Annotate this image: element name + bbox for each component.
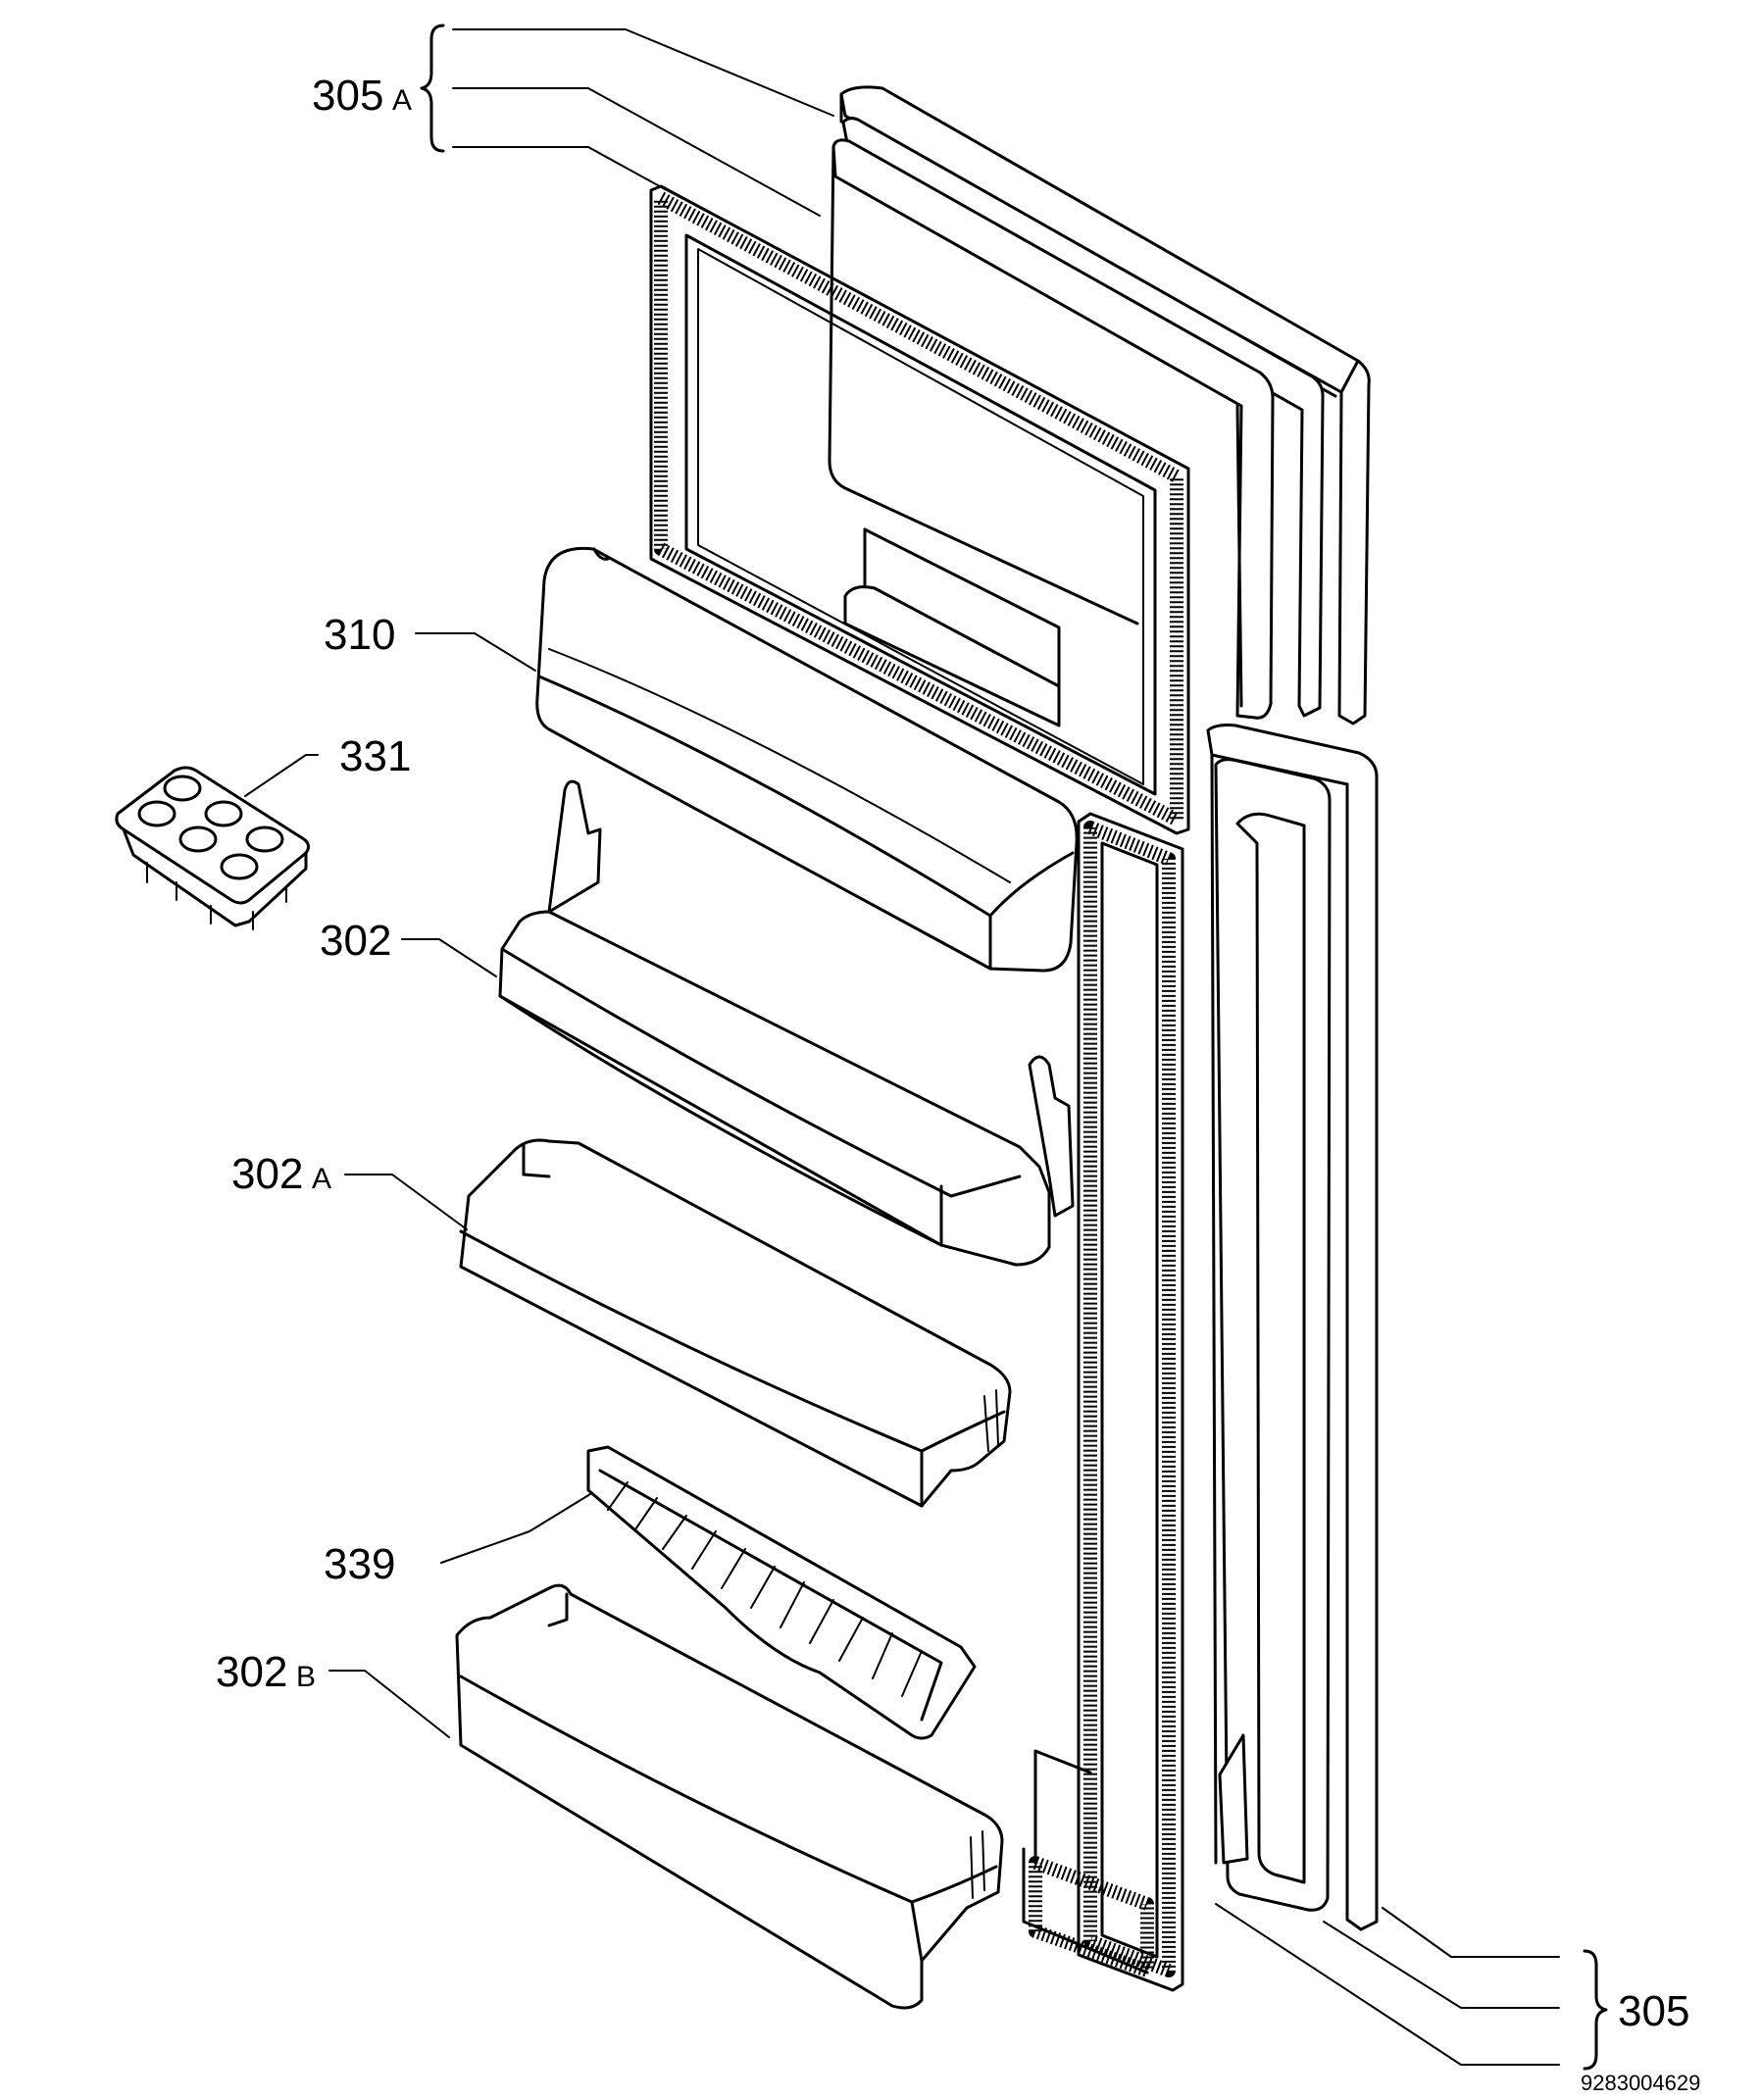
callout-305: 305 [1618, 1987, 1689, 2035]
freezer-shelf-lip [843, 527, 1061, 727]
callout-339: 339 [324, 1540, 395, 1588]
brace-305a [420, 24, 445, 153]
fridge-door-inner-liner [1218, 812, 1306, 1884]
part-302-shelf [498, 779, 1075, 1267]
grille-ribs [607, 1481, 923, 1697]
callout-302a-number: 302 [231, 1150, 303, 1198]
callout-302b-number: 302 [216, 1648, 287, 1696]
callout-302: 302 [320, 917, 391, 965]
callout-305a-number: 305 [312, 72, 383, 120]
callout-305a-suffix: A [392, 84, 412, 117]
drawing-reference-number: 9283004629 [1581, 2071, 1700, 2095]
part-331-egg-tray [115, 766, 311, 930]
fridge-door-gasket [1022, 812, 1184, 1992]
part-310-dairy-cover [535, 546, 1079, 973]
brace-305 [1583, 1949, 1608, 2071]
part-339-grille [586, 1445, 977, 1740]
part-302b-shelf [455, 1583, 1004, 2010]
callout-302b-suffix: B [296, 1661, 316, 1693]
egg-cup-icons [137, 775, 287, 930]
freezer-door-inner-panel [828, 117, 1325, 720]
callout-310: 310 [324, 611, 395, 659]
leader-lines [244, 28, 1560, 2066]
callout-331: 331 [339, 732, 411, 780]
part-302a-shelf [459, 1138, 1012, 1508]
callout-302a-suffix: A [312, 1163, 331, 1195]
